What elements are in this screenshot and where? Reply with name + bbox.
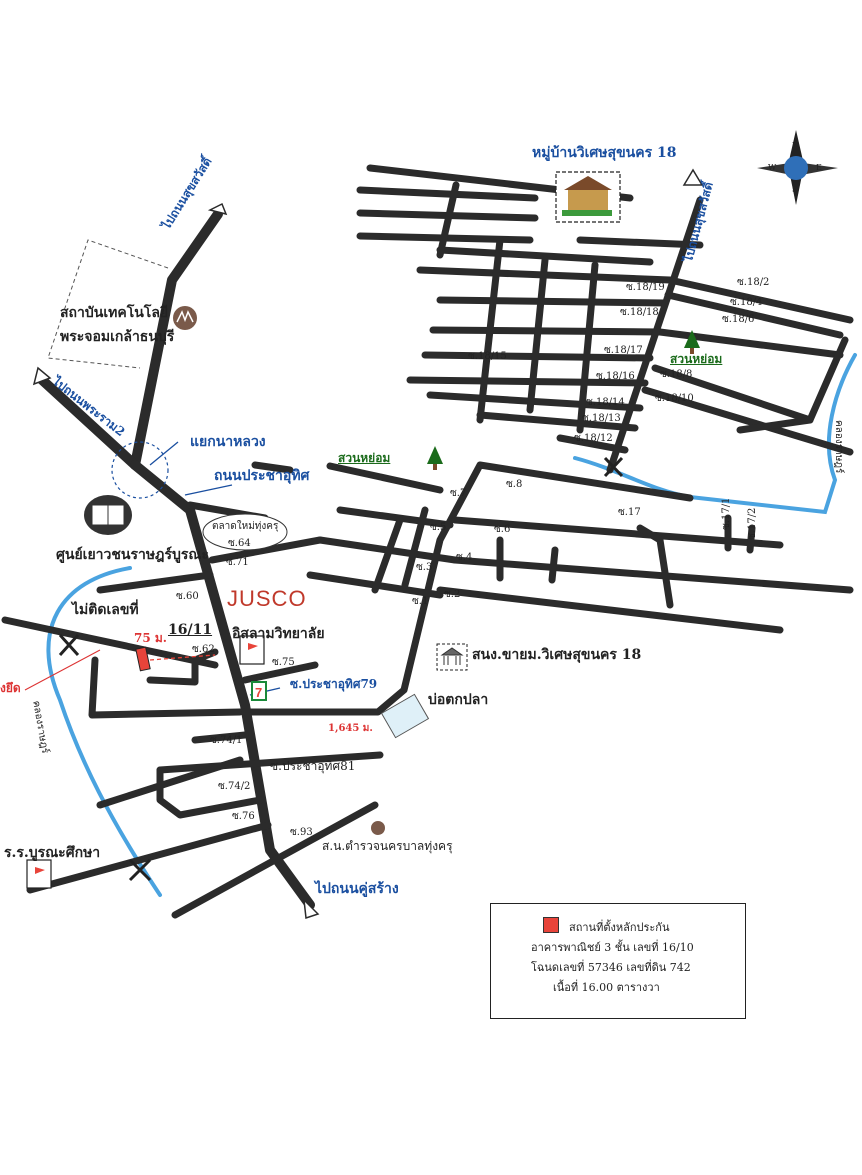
road-prachauthit bbox=[130, 460, 315, 910]
park-right-label: สวนหย่อม bbox=[670, 352, 723, 366]
soi-label: ซ.71 bbox=[226, 557, 249, 568]
soi-label: ซ.4 bbox=[456, 552, 473, 563]
legend-line-1: สถานที่ตั้งหลักประกัน bbox=[569, 921, 670, 934]
legend-swatch bbox=[543, 917, 559, 933]
canal-right bbox=[573, 353, 857, 515]
jusco-logo: JUSCO bbox=[227, 586, 307, 611]
soi-label: ซ.18/13 bbox=[582, 413, 621, 424]
soi-label: ซ.1 bbox=[412, 596, 429, 607]
intersection-label: แยกนาหลวง bbox=[190, 434, 266, 450]
legend-line-3: โฉนดเลขที่ 57346 เลขที่ดิน 742 bbox=[531, 961, 691, 974]
soi-label: ซ.18/14 bbox=[586, 397, 625, 408]
soi-label: ซ.74/2 bbox=[218, 781, 251, 792]
stadium-icon bbox=[84, 495, 132, 535]
svg-text:7: 7 bbox=[255, 685, 262, 700]
soi-label: ซ.76 bbox=[232, 811, 255, 822]
canal-left bbox=[46, 566, 162, 897]
institute-boundary bbox=[47, 239, 169, 369]
soi-label: ซ.18/15 bbox=[468, 351, 507, 362]
fish-pond bbox=[380, 693, 430, 739]
soi79-label: ซ.ประชาอุทิศ79 bbox=[290, 677, 378, 691]
institute-label-2: พระจอมเกล้าธนบุรี bbox=[60, 329, 175, 345]
distance-75-line bbox=[149, 654, 216, 661]
soi-label: ซ.17 bbox=[618, 507, 641, 518]
arrow-up-right-icon bbox=[682, 168, 704, 186]
police-label: ส.น.ตำรวจนครบาลทุ่งครุ bbox=[322, 839, 453, 853]
collateral-marker bbox=[135, 646, 151, 672]
institute-label-1: สถาบันเทคโนโลยี bbox=[60, 305, 169, 321]
soi-label: ซ.6 bbox=[494, 524, 511, 535]
left-cut-label: งยึด bbox=[0, 681, 21, 695]
crossing-icons bbox=[58, 456, 624, 882]
soi-label: ซ.18/4 bbox=[730, 297, 763, 308]
intersection-circle bbox=[111, 441, 169, 499]
park-tree-icons bbox=[427, 330, 700, 470]
soi-label: ซ.5 bbox=[430, 522, 447, 533]
market-oval bbox=[202, 513, 288, 551]
soi-label: ซ.18/6 bbox=[722, 314, 755, 325]
to-khusang: ไปถนนคู่สร้าง bbox=[315, 881, 399, 897]
soi-label: ซ.93 bbox=[290, 827, 313, 838]
islam-school-label: อิสลามวิทยาลัย bbox=[232, 626, 325, 642]
soi-label: ซ.8 bbox=[506, 479, 523, 490]
arrow-rama2-icon bbox=[32, 366, 52, 386]
soi-label: ซ.18/18 bbox=[620, 307, 659, 318]
side-roads bbox=[1, 164, 854, 919]
compass-n: N bbox=[792, 141, 799, 150]
police-icon bbox=[371, 821, 385, 835]
red-pointer-line bbox=[24, 649, 101, 691]
no-number-label: ไม่ติดเลขที่ bbox=[72, 602, 139, 618]
soi-label: ซ.75 bbox=[272, 657, 295, 668]
compass-icon bbox=[757, 130, 838, 205]
soi-label: ซ.3 bbox=[416, 562, 433, 573]
legend-line-4: เนื้อที่ 16.00 ตารางวา bbox=[553, 981, 660, 994]
soi-label: ซ.18/17 bbox=[604, 345, 643, 356]
direction-arrows bbox=[32, 168, 704, 920]
canal-right-label: คลองราษฎร์ bbox=[833, 420, 844, 474]
distance-1645-label: 1,645 ม. bbox=[328, 723, 373, 734]
soi-label: ซ.17/1 bbox=[721, 497, 732, 530]
soi-label: ซ.18/16 bbox=[596, 371, 635, 382]
road-rama2 bbox=[35, 373, 140, 470]
compass-e: E bbox=[816, 163, 822, 172]
fish-pond-label: บ่อตกปลา bbox=[428, 692, 489, 708]
soi-label: ซ.7 bbox=[450, 488, 467, 499]
soi-label: ซ.18/10 bbox=[655, 393, 694, 404]
village-house-icon bbox=[555, 171, 621, 223]
soi-label: ซ.62 bbox=[192, 644, 215, 655]
soi-label: ซ.17/2 bbox=[747, 507, 758, 540]
soi-label: ซ.18/2 bbox=[737, 277, 770, 288]
compass-s: S bbox=[792, 185, 798, 194]
soi-label: ซ.64 bbox=[228, 538, 251, 549]
soi-label: ซ.18/8 bbox=[660, 369, 693, 380]
seven-eleven-logo: 7 bbox=[251, 681, 267, 701]
compass-w: W bbox=[768, 163, 777, 172]
school-label: ร.ร.บูรณะศึกษา bbox=[4, 845, 101, 861]
office-icon bbox=[436, 643, 468, 671]
office-label: สนง.ขายม.วิเศษสุขนคร 18 bbox=[472, 647, 642, 663]
soi-label: ซ.74/1 bbox=[210, 735, 243, 746]
canals bbox=[46, 353, 857, 897]
soi81-label: ซ.ประชาอุทิศ81 bbox=[270, 759, 356, 773]
legend-line-2: อาคารพาณิชย์ 3 ชั้น เลขที่ 16/10 bbox=[531, 941, 694, 954]
soi-label: ซ.18/12 bbox=[574, 433, 613, 444]
soi-label: ซ.18/19 bbox=[626, 282, 665, 293]
park-left-label: สวนหย่อม bbox=[338, 451, 391, 465]
arrow-down-icon bbox=[303, 897, 320, 920]
distance-75-label: 75 ม. bbox=[134, 631, 167, 645]
village-name: หมู่บ้านวิเศษสุขนคร 18 bbox=[532, 145, 677, 161]
arrow-up-left-icon bbox=[207, 202, 228, 216]
house-number-label: 16/11 bbox=[168, 622, 213, 638]
soi-label: ซ.2 bbox=[444, 589, 461, 600]
legend-box: สถานที่ตั้งหลักประกัน อาคารพาณิชย์ 3 ชั้… bbox=[490, 903, 746, 1019]
institute-logo bbox=[173, 306, 197, 330]
main-road-label: ถนนประชาอุทิศ bbox=[214, 468, 310, 484]
road-suksawat-left bbox=[130, 209, 223, 470]
flag-icons bbox=[26, 635, 265, 889]
market-label: ตลาดใหม่ทุ่งครุ bbox=[212, 521, 279, 532]
soi-label: ซ.60 bbox=[176, 591, 199, 602]
youth-center-label: ศูนย์เยาวชนราษฎร์บูรณะ bbox=[56, 547, 209, 563]
